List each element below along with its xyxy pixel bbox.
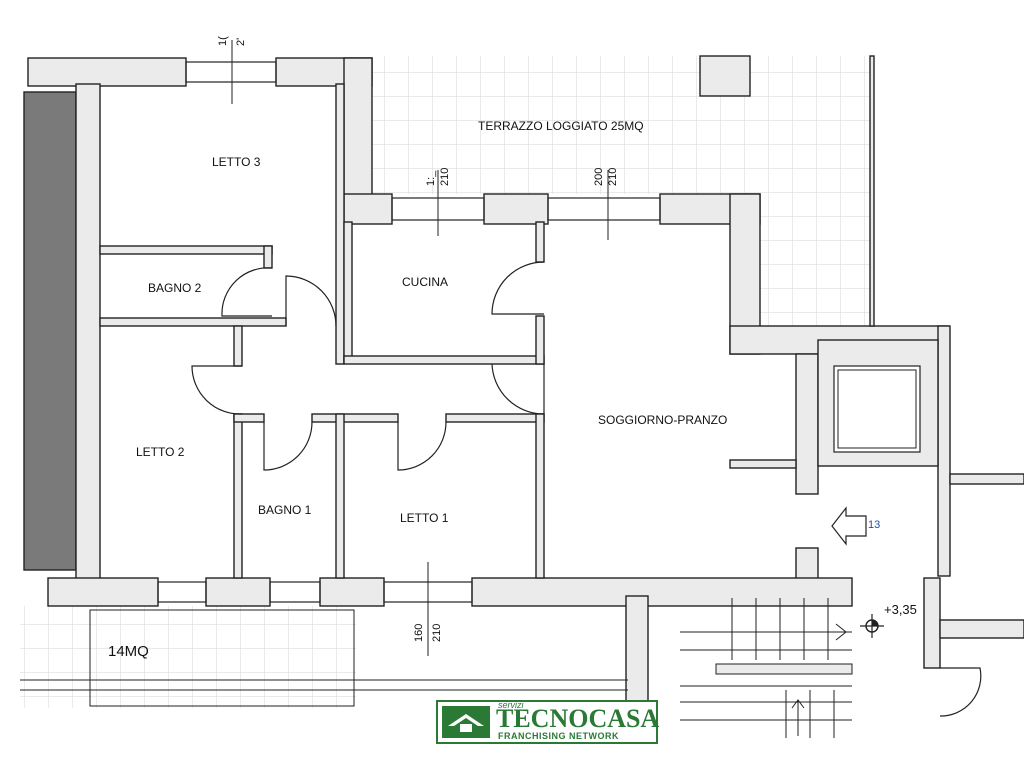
room-label-bagno2: BAGNO 2	[148, 281, 202, 295]
dim-bot-a: 160	[413, 624, 425, 642]
door-swings	[191, 261, 982, 717]
dim-top-a: 1(	[217, 36, 229, 46]
logo-brand: TECNOCASA	[496, 704, 660, 733]
room-label-balcone: 14MQ	[108, 643, 149, 660]
room-label-bagno1: BAGNO 1	[258, 503, 312, 517]
logo-prefix: servizi	[498, 700, 524, 710]
dim-terr-b: 210	[439, 168, 451, 186]
dimension-lines	[231, 40, 609, 656]
staircase	[680, 598, 853, 738]
entrance-arrow-icon	[831, 506, 867, 546]
walls	[27, 55, 1024, 739]
dim-terr-a: 1:_	[425, 170, 437, 186]
dim-top-b: 2'	[235, 38, 247, 46]
room-label-letto1: LETTO 1	[400, 511, 449, 525]
room-label-terrazzo: TERRAZZO LOGGIATO 25MQ	[478, 119, 644, 133]
balcony-floor	[20, 606, 356, 708]
elevation-marker-icon	[860, 614, 884, 638]
arrow-number: 13	[868, 519, 880, 531]
room-label-soggiorno: SOGGIORNO-PRANZO	[598, 413, 727, 427]
dim-sogg-a: 200	[593, 168, 605, 186]
house-logo-icon	[442, 706, 490, 738]
room-label-cucina: CUCINA	[402, 275, 448, 289]
room-label-letto2: LETTO 2	[136, 445, 185, 459]
terrace-floor-side	[760, 194, 870, 328]
dim-bot-b: 210	[431, 624, 443, 642]
room-label-letto3: LETTO 3	[212, 155, 261, 169]
partitions	[99, 83, 797, 579]
terrace-floor	[372, 56, 870, 194]
elevator-shaft	[817, 339, 939, 467]
elevation-label: +3,35	[884, 602, 917, 617]
dim-sogg-b: 210	[607, 168, 619, 186]
side-column	[23, 91, 77, 571]
logo-tagline: FRANCHISING NETWORK	[498, 731, 619, 741]
balcony-rail	[20, 609, 628, 707]
tecnocasa-logo: servizi TECNOCASA FRANCHISING NETWORK	[436, 700, 660, 744]
